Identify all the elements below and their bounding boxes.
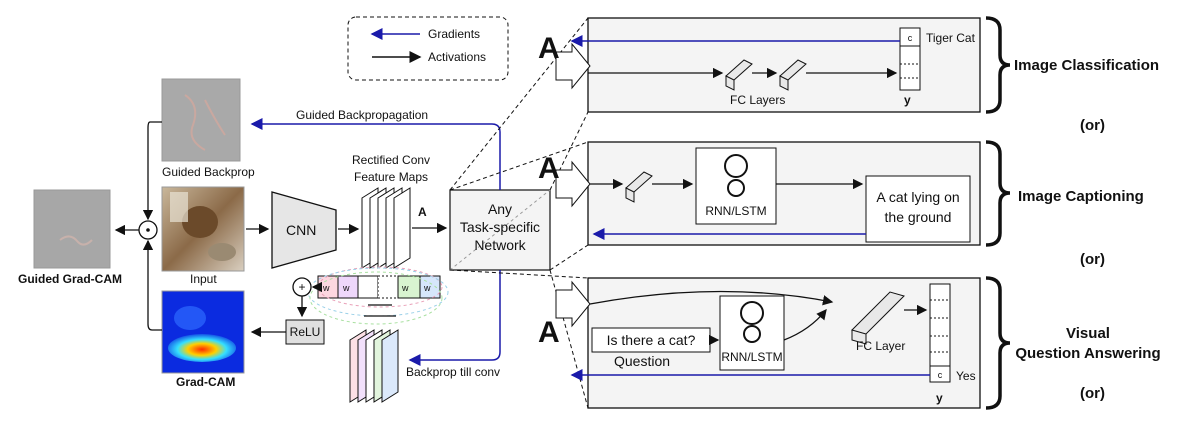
question-box-text: Is there a cat? [607, 332, 696, 348]
classification-panel [555, 17, 981, 113]
task-vqa-line1: Visual [1066, 325, 1110, 342]
guided-gradcam-label: Guided Grad-CAM [18, 272, 122, 286]
input-label: Input [190, 272, 217, 286]
guided-backpropagation-label: Guided Backpropagation [296, 108, 428, 122]
weights-vector: w w w w [307, 266, 449, 325]
backprop-till-conv-label: Backprop till conv [406, 365, 500, 379]
backprop-till-conv-arrow [408, 270, 501, 366]
task-vqa-line2: Question Answering [1015, 345, 1160, 362]
vqa-A: A [538, 316, 560, 349]
classification-A: A [538, 32, 560, 65]
or-label-2: (or) [1080, 251, 1105, 268]
vqa-rnn-label: RNN/LSTM [721, 350, 782, 364]
or-label-3: (or) [1080, 385, 1105, 402]
caption-line1: A cat lying on [876, 189, 959, 205]
fc-layer-label: FC Layer [856, 339, 905, 353]
relu-label: ReLU [290, 325, 321, 339]
network-line3: Network [474, 237, 526, 253]
input-image [161, 186, 245, 272]
gradcam-heatmap [161, 290, 245, 374]
sum-node-label: + [298, 280, 305, 294]
task-image-captioning: Image Captioning [1018, 188, 1144, 205]
feature-A-label: A [418, 205, 427, 219]
pointwise-multiply-node [138, 220, 158, 240]
svg-text:w: w [423, 283, 431, 293]
gradient-maps-stack [349, 329, 399, 403]
fc-layers-label: FC Layers [730, 93, 785, 107]
relu-box [285, 319, 325, 345]
network-line2: Task-specific [460, 219, 540, 235]
vqa-c-label: c [938, 370, 943, 380]
guided-backpropagation-arrow [250, 118, 501, 190]
cnn-block [271, 191, 337, 269]
classification-y: y [904, 93, 911, 107]
svg-text:w: w [401, 283, 409, 293]
gradcam-to-multiply-arrow [142, 239, 162, 331]
vqa-y: y [936, 391, 943, 405]
feature-maps-stack [361, 187, 411, 269]
captioning-A: A [538, 152, 560, 185]
answer-label: Yes [956, 369, 976, 383]
gradcam-label: Grad-CAM [176, 375, 235, 389]
class-label: Tiger Cat [926, 31, 976, 45]
svg-text:w: w [342, 283, 350, 293]
question-label: Question [614, 353, 670, 369]
network-line1: Any [488, 201, 512, 217]
cnn-label: CNN [286, 222, 316, 238]
vqa-panel [555, 277, 981, 409]
caption-line2: the ground [885, 209, 952, 225]
or-label-1: (or) [1080, 117, 1105, 134]
svg-text:w: w [322, 283, 330, 293]
classification-c-label: c [908, 33, 913, 43]
guided-backprop-to-multiply-arrow [142, 121, 162, 221]
task-braces [985, 16, 1011, 410]
guided-gradcam-image [33, 189, 111, 269]
captioning-rnn-label: RNN/LSTM [705, 204, 766, 218]
legend-activations-label: Activations [428, 50, 486, 64]
legend-gradients-label: Gradients [428, 27, 480, 41]
guided-backprop-label: Guided Backprop [162, 165, 255, 179]
rectified-label-line1: Rectified Conv [352, 153, 430, 167]
captioning-panel [555, 141, 981, 246]
legend: Gradients Activations [347, 16, 509, 81]
rectified-label-line2: Feature Maps [354, 170, 428, 184]
guided-backprop-image [161, 78, 241, 162]
task-image-classification: Image Classification [1014, 57, 1159, 74]
task-network-box [449, 189, 551, 271]
